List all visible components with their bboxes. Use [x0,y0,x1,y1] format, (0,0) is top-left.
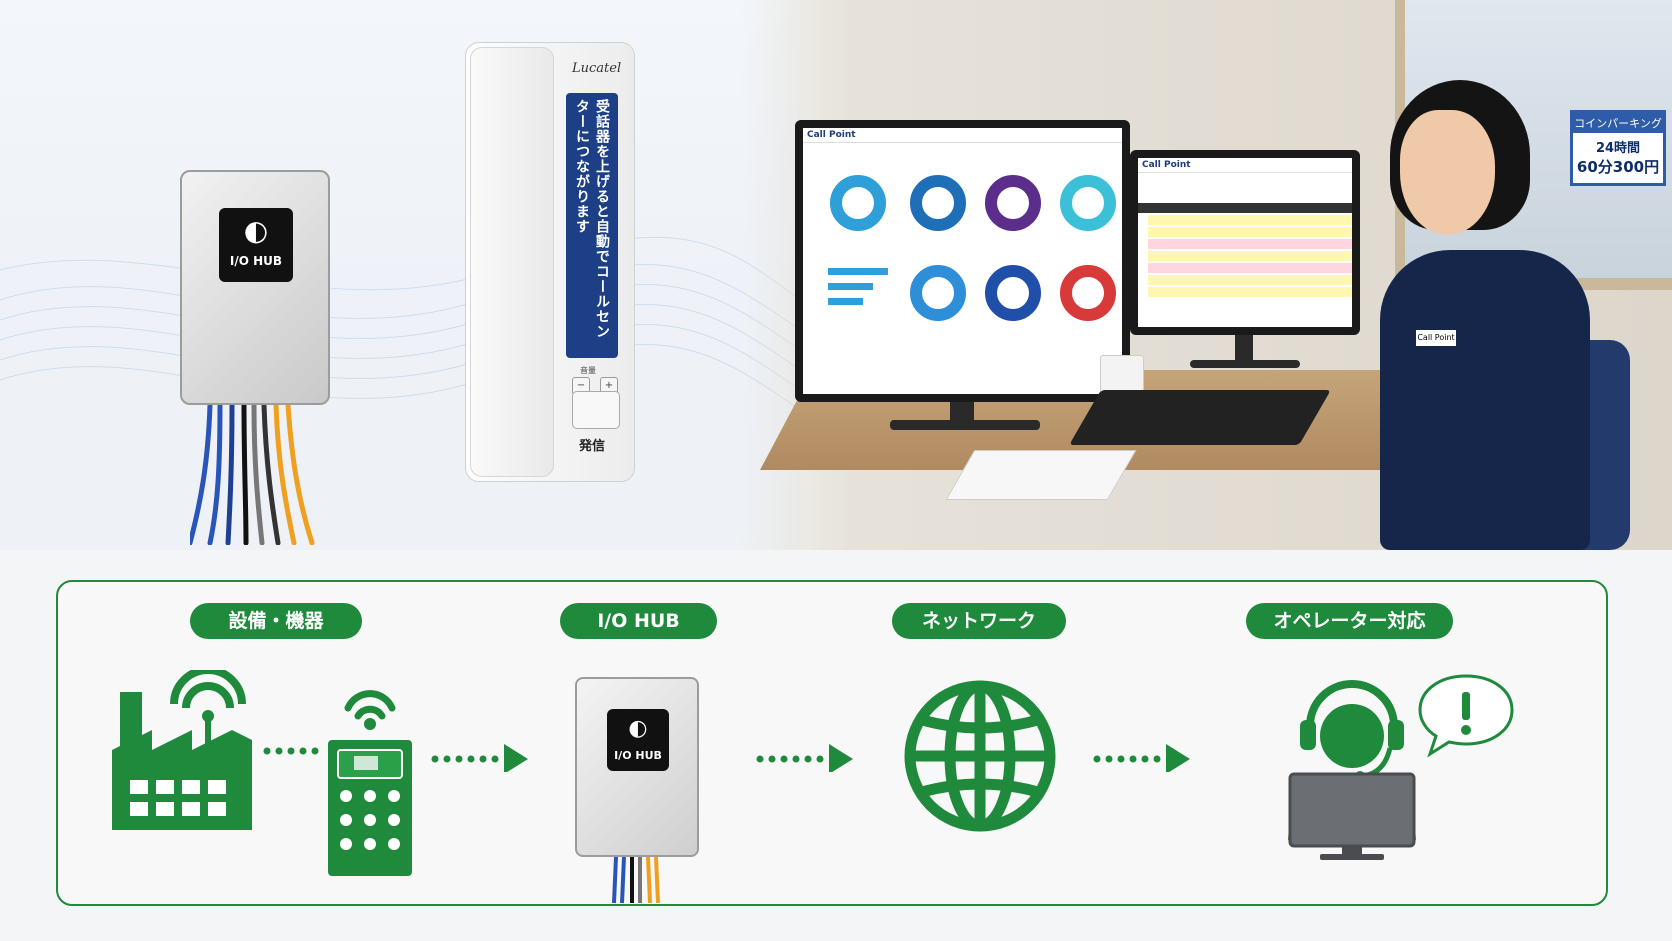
alert-bubble-icon [1418,674,1514,758]
handset-receiver [470,47,554,477]
list-screen: Call Point [1138,158,1352,327]
operator-shirt [1380,250,1590,550]
volume-label: 音量 [580,366,596,375]
hub-glyph-icon: ◐ [628,716,648,741]
brand-logo: Lucatel [572,61,622,76]
operator-face [1400,110,1495,235]
staff-badge: Call Point [1416,330,1456,346]
app-title: Call Point [1138,158,1352,173]
monitor-base [1190,360,1300,368]
connector-dots [263,747,319,755]
instruction-label: 受話器を上げると自動でコールセンターにつながります [566,93,618,358]
io-hub-cables-icon [612,857,660,904]
flow-arrow-2-icon [756,744,853,772]
notebook [945,450,1137,500]
dashboard-screen: Call Point [803,128,1122,394]
io-hub-device: ◐ I/O HUB [180,170,330,405]
monitor-stand [1235,335,1253,365]
operator-headset-icon [1288,680,1416,860]
io-hub-logo: ◐ I/O HUB [219,208,293,282]
factory-icon [112,670,252,830]
step-label-operator: オペレーター対応 [1246,603,1453,639]
intercom-handset: Lucatel 受話器を上げると自動でコールセンターにつながります 音量 − +… [465,42,635,482]
keyboard [1069,390,1331,445]
monitor-base [890,420,1040,430]
list-monitor: Call Point [1130,150,1360,335]
operator-person: Call Point [1380,80,1610,550]
flow-arrow-3-icon [1093,744,1190,772]
app-title: Call Point [803,128,1122,143]
io-hub-diagram-label: I/O HUB [614,749,662,762]
io-hub-diagram-logo: ◐ I/O HUB [607,709,669,771]
globe-icon [904,680,1056,832]
hub-glyph-icon: ◐ [243,214,269,247]
step-label-equipment: 設備・機器 [190,603,362,639]
sign-line-1: コインパーキング [1573,113,1663,133]
equipment-machine-icon [328,690,412,876]
wave-pattern [0,236,800,411]
hero-photo: コインパーキング 24時間 60分300円 ◐ I/O HUB Lucatel … [0,0,1672,550]
product-backdrop [0,0,800,550]
dashboard-charts [828,175,1116,321]
call-label: 発信 [579,439,606,454]
sign-line-2: 24時間 [1595,141,1641,156]
call-button[interactable] [572,391,620,429]
dashboard-monitor: Call Point [795,120,1130,402]
sign-line-3: 60分300円 [1576,158,1660,176]
step-label-network: ネットワーク [892,603,1066,639]
io-hub-label: I/O HUB [229,254,283,268]
step-label-io-hub: I/O HUB [560,603,717,639]
call-list-table [1138,203,1352,297]
flow-arrow-1-icon [431,744,528,772]
cable-bundle-icon [190,405,315,545]
io-hub-diagram-icon: ◐ I/O HUB [575,677,699,857]
parking-sign: コインパーキング 24時間 60分300円 [1570,110,1666,186]
